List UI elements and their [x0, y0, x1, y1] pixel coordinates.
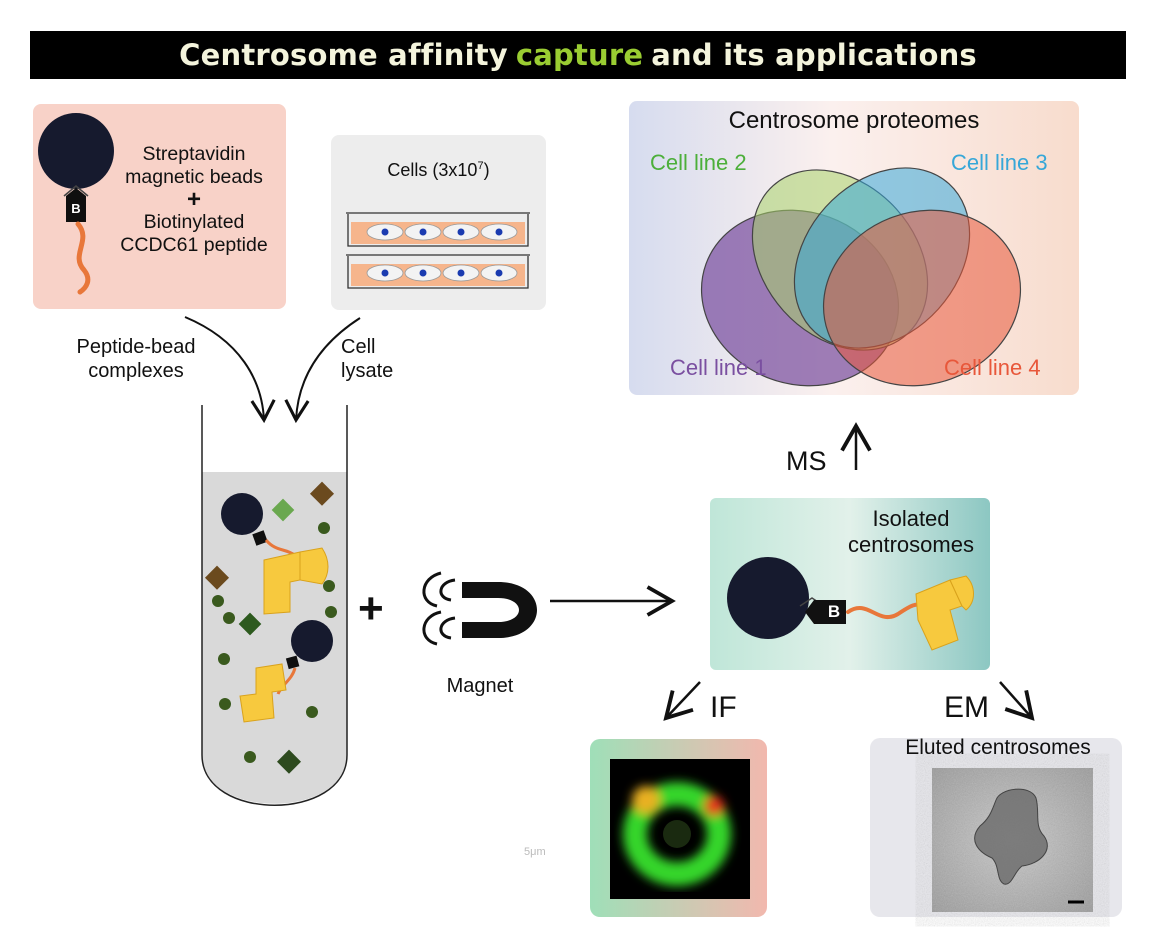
venn-cell-line-4: [822, 209, 1022, 387]
beads-biotin-letter: B: [71, 201, 81, 216]
em-title: Eluted centrosomes: [905, 736, 1091, 759]
streptavidin-bead: [38, 113, 114, 189]
arrow-if: [663, 681, 701, 721]
em-centrosome: [974, 788, 1048, 885]
beads-text: Streptavidin magnetic beads + Biotinylat…: [108, 143, 280, 257]
isolated-biotin-tag: [805, 600, 846, 624]
label-cell-line-4: Cell line 4: [944, 355, 1041, 380]
if-scale-label: 5μm: [524, 846, 546, 858]
label-if: IF: [710, 691, 737, 724]
magnet-icon: [422, 571, 537, 646]
label-cell-lysate-1: Cell: [341, 336, 376, 358]
beads-line1: Streptavidin: [142, 143, 246, 165]
beads-line3: Biotinylated: [143, 210, 245, 233]
cells-label-exponent: 7: [477, 160, 484, 172]
tube-contents: [204, 481, 337, 774]
isolated-bead: [727, 557, 809, 639]
beads-plus: +: [186, 186, 201, 213]
beads-line4: CCDC61 peptide: [120, 233, 268, 256]
label-ms: MS: [786, 446, 827, 476]
peptide-chain: [75, 221, 91, 295]
isolated-centrosome: [915, 575, 974, 651]
arrow-peptide-bead: [184, 316, 276, 424]
title-highlight: capture: [515, 38, 644, 72]
title-prefix: Centrosome affinity: [179, 38, 508, 72]
isolated-line1: Isolated: [872, 506, 950, 531]
plus-sign: +: [358, 584, 384, 633]
label-peptide-bead-2: complexes: [88, 359, 184, 382]
label-peptide-bead: Peptide-bead complexes: [56, 336, 216, 383]
streptavidin-pocket: [63, 185, 89, 197]
arrow-cell-lysate: [284, 317, 361, 424]
tube-outline: [201, 405, 348, 806]
cells-label: Cells (3x107): [331, 160, 546, 181]
venn-diagram: [700, 167, 1022, 387]
cells-label-end: ): [483, 160, 490, 180]
title-bar: Centrosome affinity capture and its appl…: [30, 31, 1126, 79]
magnet-label: Magnet: [446, 675, 514, 697]
if-signal: [623, 782, 731, 886]
label-peptide-bead-1: Peptide-bead: [76, 336, 196, 358]
beads-line2: magnetic beads: [125, 166, 263, 188]
label-cell-lysate-2: lysate: [341, 359, 394, 382]
label-cell-line-2: Cell line 2: [650, 150, 747, 175]
cell-dish-bottom: [346, 254, 530, 289]
label-em: EM: [944, 691, 989, 724]
isolated-text: Isolated centrosomes: [836, 506, 986, 558]
biotin-tag: [66, 188, 86, 222]
arrow-em: [999, 681, 1035, 721]
isolated-line2: centrosomes: [848, 531, 974, 557]
cell-dish-top: [346, 212, 530, 247]
label-cell-line-1: Cell line 1: [670, 355, 767, 380]
proteome-title: Centrosome proteomes: [728, 107, 980, 134]
cells-label-text: Cells (3x10: [387, 160, 478, 180]
if-center: [663, 820, 691, 848]
isolated-biotin-letter: B: [827, 602, 841, 621]
label-cell-lysate: Cell lysate: [341, 336, 431, 383]
title-suffix: and its applications: [651, 38, 977, 72]
label-cell-line-3: Cell line 3: [951, 150, 1048, 175]
